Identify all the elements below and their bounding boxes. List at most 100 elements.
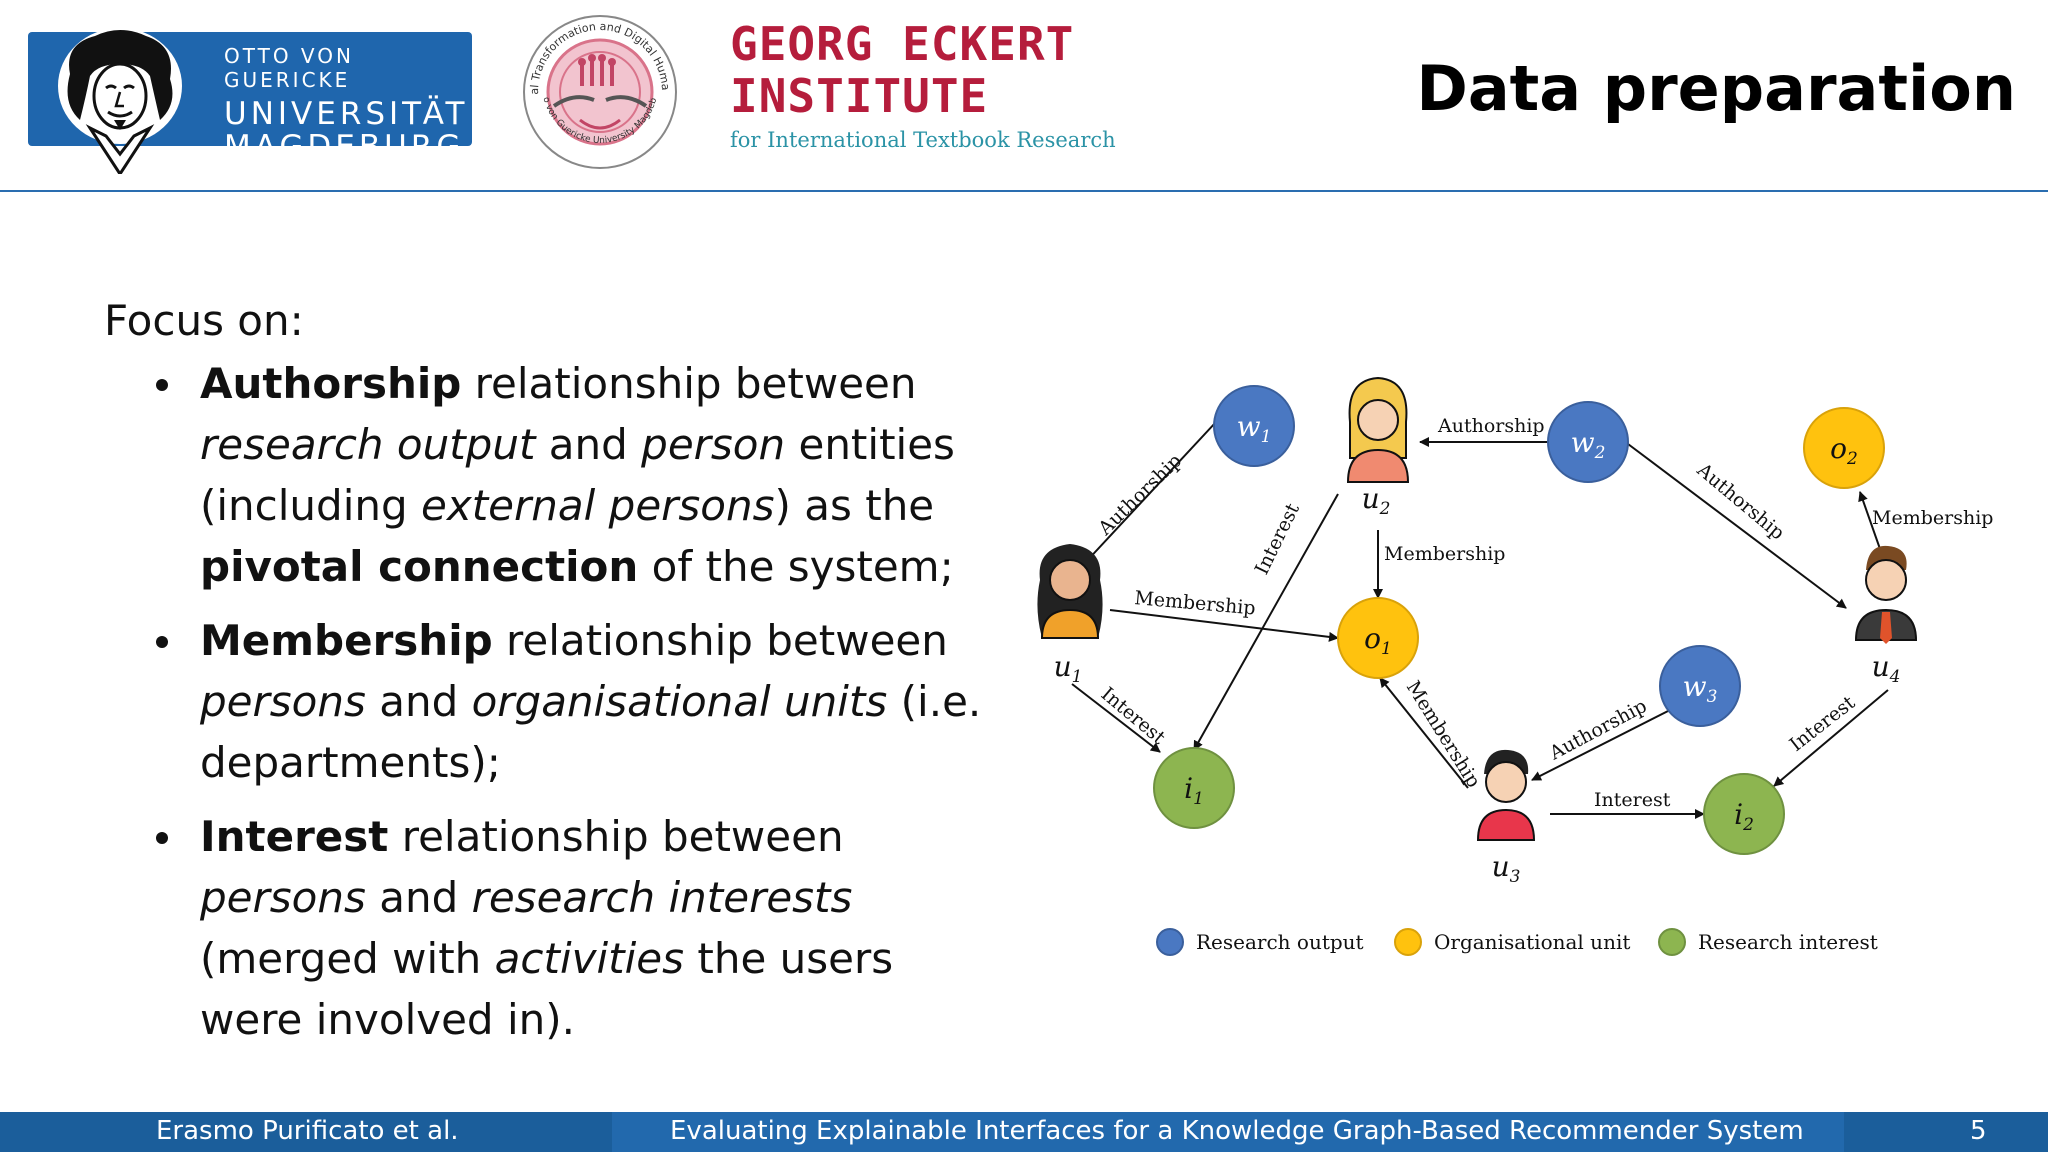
edge-u4-i2: [1773, 689, 1889, 787]
node-o1: [1337, 597, 1419, 679]
subscript: 4: [1889, 667, 1901, 687]
node-label-w1: w1: [1237, 410, 1272, 447]
gei-line1: GEORG ECKERT: [730, 17, 1075, 71]
label-u2-o1: Membership: [1384, 543, 1505, 565]
label-u3-o1: Membership: [1402, 677, 1485, 792]
ovgu-line2: UNIVERSITÄT: [224, 96, 469, 132]
term-activities: activities: [494, 934, 684, 983]
label-u4-o2: Membership: [1872, 507, 1993, 529]
node-label-i2: i2: [1734, 798, 1754, 835]
label-w2-u4: Authorship: [1692, 458, 1789, 544]
text: (i.e. departments);: [200, 677, 982, 787]
ovgu-logo: OTTO VON GUERICKE UNIVERSITÄT MAGDEBURG: [28, 28, 472, 174]
text: relationship between: [461, 359, 917, 408]
text: and: [535, 420, 642, 469]
node-label-u4: u4: [1872, 650, 1901, 687]
term-persons: persons: [200, 873, 366, 922]
footer-talk-title: Evaluating Explainable Interfaces for a …: [670, 1116, 1804, 1146]
var: w: [1237, 410, 1261, 443]
term-external-persons: external persons: [421, 481, 775, 530]
text: and: [365, 873, 472, 922]
avatar-u2-icon: [1346, 376, 1410, 483]
knowledge-graph-diagram: Authorship Authorship Authorship Authors…: [1037, 376, 1993, 956]
var: i: [1734, 798, 1743, 831]
label-u2-i1: Interest: [1251, 500, 1304, 579]
var: w: [1683, 670, 1707, 703]
node-w1: [1213, 385, 1295, 467]
edge-u2-i1: [1193, 493, 1339, 751]
text: ) as the: [774, 481, 935, 530]
gei-line2: INSTITUTE: [730, 69, 989, 123]
term-persons: persons: [200, 677, 366, 726]
legend-swatch-research-output: [1156, 928, 1184, 956]
footer-author-panel: Erasmo Purificato et al.: [0, 1112, 612, 1152]
term-person: person: [641, 420, 786, 469]
footer-page-panel: 5: [1844, 1112, 2048, 1152]
avatar-u4-icon: [1854, 545, 1918, 644]
text: and: [365, 677, 472, 726]
node-label-o1: o1: [1364, 622, 1392, 659]
bullet-dot-icon: [156, 636, 168, 648]
subscript: 2: [1742, 815, 1754, 835]
text: relationship between: [388, 812, 844, 861]
node-i1: [1153, 747, 1235, 829]
subscript: 2: [1846, 449, 1858, 469]
ovgu-line1: OTTO VON GUERICKE: [224, 44, 354, 92]
subscript: 2: [1379, 499, 1391, 519]
node-w2: [1547, 401, 1629, 483]
ovgu-line3: MAGDEBURG: [224, 129, 465, 165]
bullet-authorship: Authorship relationship between research…: [156, 353, 984, 597]
dtdh-seal-logo: Digital Transformation and Digital Human…: [520, 12, 677, 169]
term-research-interests: research interests: [471, 873, 853, 922]
edge-w3-u3: [1531, 707, 1675, 781]
subscript: 1: [1193, 789, 1204, 809]
bullet-list: Authorship relationship between research…: [104, 353, 984, 1050]
term-interest: Interest: [200, 812, 389, 861]
var: u: [1054, 650, 1072, 683]
edge-w2-u4: [1627, 443, 1847, 609]
var: u: [1492, 850, 1510, 883]
subscript: 3: [1707, 687, 1718, 707]
footer-title-panel: Evaluating Explainable Interfaces for a …: [612, 1112, 1844, 1152]
ovgu-wordmark: OTTO VON GUERICKE UNIVERSITÄT MAGDEBURG: [224, 44, 472, 164]
avatar-u1-icon: [1037, 544, 1103, 639]
node-label-u1: u1: [1054, 650, 1083, 687]
node-label-w2: w2: [1571, 426, 1606, 463]
label-u1-i1: Interest: [1097, 683, 1170, 749]
term-pivotal-connection: pivotal connection: [200, 542, 639, 591]
diagram-legend: Research output Organisational unit Rese…: [1156, 928, 1878, 956]
node-label-u2: u2: [1362, 482, 1391, 519]
edge-u1-o1: [1109, 609, 1339, 642]
legend-research-interest: Research interest: [1698, 930, 1878, 954]
node-o2: [1803, 407, 1885, 489]
footer-page-number: 5: [1970, 1116, 1987, 1146]
var: u: [1872, 650, 1890, 683]
term-authorship: Authorship: [200, 359, 462, 408]
bullet-membership: Membership relationship between persons …: [156, 610, 984, 793]
bullet-interest: Interest relationship between persons an…: [156, 806, 984, 1050]
subscript: 1: [1072, 667, 1083, 687]
legend-swatch-organisational-unit: [1394, 928, 1422, 956]
node-w3: [1659, 645, 1741, 727]
var: o: [1364, 622, 1381, 655]
label-w3-u3: Authorship: [1545, 695, 1650, 765]
avatar-u3-icon: [1476, 749, 1536, 841]
node-label-w3: w3: [1683, 670, 1718, 707]
slide-title: Data preparation: [1416, 52, 2016, 125]
slide-footer: Erasmo Purificato et al. Evaluating Expl…: [0, 1112, 2048, 1152]
label-w1-u1: Authorship: [1093, 450, 1186, 541]
text: entities (including: [200, 420, 955, 530]
label-u3-i2: Interest: [1594, 789, 1671, 811]
legend-organisational-unit: Organisational unit: [1434, 930, 1630, 954]
subscript: 3: [1510, 867, 1521, 887]
guericke-portrait-icon: [58, 28, 182, 174]
var: u: [1362, 482, 1380, 515]
edge-u1-i1: [1071, 683, 1161, 753]
term-research-output: research output: [200, 420, 536, 469]
focus-intro: Focus on:: [104, 296, 304, 345]
text: the users were involved in).: [200, 934, 894, 1044]
slide-header: OTTO VON GUERICKE UNIVERSITÄT MAGDEBURG …: [0, 0, 2048, 192]
slide-body: Focus on: Authorship relationship betwee…: [104, 290, 984, 1063]
gei-subtitle: for International Textbook Research: [730, 128, 1116, 152]
footer-author: Erasmo Purificato et al.: [156, 1116, 459, 1146]
